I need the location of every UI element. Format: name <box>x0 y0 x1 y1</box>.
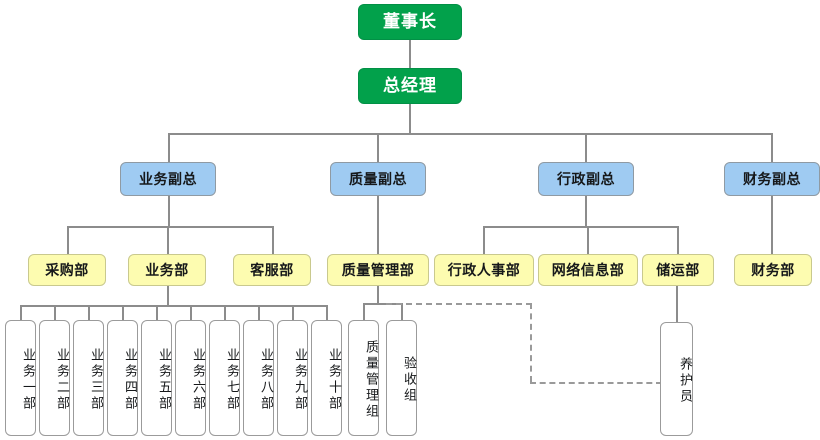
org-node-d-hr[interactable]: 行政人事部 <box>434 254 534 286</box>
dashed-connector-qm-to-maint-top <box>386 303 532 305</box>
connector-vp-biz-bus <box>67 226 273 228</box>
connector-d-hr-drop <box>483 226 485 254</box>
dashed-connector-qm-to-maint-right <box>530 382 662 384</box>
connector-chairman-to-gm <box>409 40 411 68</box>
connector-vp-biz-stem <box>168 196 170 227</box>
connector-d-storage-drop <box>677 226 679 254</box>
connector-qm-bus <box>363 303 402 305</box>
connector-vp-fin-drop <box>771 133 773 162</box>
org-node-t-qmg[interactable]: 质量管理组 <box>348 320 379 436</box>
org-node-t-b10[interactable]: 业务十部 <box>311 320 342 436</box>
connector-vp-fin-stem <box>771 196 773 254</box>
connector-t-b6-drop <box>190 305 192 320</box>
org-node-vp-qa[interactable]: 质量副总 <box>330 162 426 196</box>
connector-d-service-drop <box>272 226 274 254</box>
org-node-d-purch[interactable]: 采购部 <box>28 254 106 286</box>
dashed-connector-qm-to-maint-down <box>530 303 532 382</box>
org-node-d-qm[interactable]: 质量管理部 <box>327 254 429 286</box>
connector-vp-admin-stem <box>585 196 587 227</box>
connector-t-b9-drop <box>292 305 294 320</box>
connector-t-b5-drop <box>156 305 158 320</box>
org-node-t-insp[interactable]: 验收组 <box>386 320 417 436</box>
connector-t-b1-drop <box>20 305 22 320</box>
org-node-t-b7[interactable]: 业务七部 <box>209 320 240 436</box>
connector-d-biz-stem <box>167 286 169 306</box>
connector-t-b8-drop <box>258 305 260 320</box>
connector-t-b7-drop <box>224 305 226 320</box>
connector-t-b10-drop <box>326 305 328 320</box>
org-node-d-it[interactable]: 网络信息部 <box>538 254 638 286</box>
org-node-vp-biz[interactable]: 业务副总 <box>120 162 216 196</box>
org-node-t-b9[interactable]: 业务九部 <box>277 320 308 436</box>
connector-d-biz-drop <box>167 226 169 254</box>
org-node-t-b2[interactable]: 业务二部 <box>39 320 70 436</box>
org-node-d-storage[interactable]: 储运部 <box>642 254 714 286</box>
org-node-chairman[interactable]: 董事长 <box>358 4 462 40</box>
org-node-t-b4[interactable]: 业务四部 <box>107 320 138 436</box>
org-node-vp-admin[interactable]: 行政副总 <box>538 162 634 196</box>
connector-vp-qa-stem <box>377 196 379 254</box>
org-node-t-b8[interactable]: 业务八部 <box>243 320 274 436</box>
connector-d-purch-drop <box>67 226 69 254</box>
org-node-t-b3[interactable]: 业务三部 <box>73 320 104 436</box>
connector-t-b3-drop <box>88 305 90 320</box>
connector-team-bus <box>20 305 327 307</box>
connector-gm-drop <box>409 104 411 133</box>
connector-vp-bus <box>168 133 772 135</box>
connector-t-b2-drop <box>54 305 56 320</box>
org-node-vp-fin[interactable]: 财务副总 <box>724 162 820 196</box>
org-node-t-b5[interactable]: 业务五部 <box>141 320 172 436</box>
connector-vp-admin-bus <box>483 226 679 228</box>
org-node-t-b6[interactable]: 业务六部 <box>175 320 206 436</box>
org-node-d-biz[interactable]: 业务部 <box>128 254 206 286</box>
connector-vp-biz-drop <box>168 133 170 162</box>
connector-d-it-drop <box>587 226 589 254</box>
org-node-gm[interactable]: 总经理 <box>358 68 462 104</box>
connector-vp-qa-drop <box>377 133 379 162</box>
org-node-d-fin[interactable]: 财务部 <box>734 254 812 286</box>
org-node-t-b1[interactable]: 业务一部 <box>5 320 36 436</box>
connector-t-insp-drop <box>401 303 403 320</box>
connector-d-storage-stem <box>676 286 678 322</box>
org-node-t-maint[interactable]: 养护员 <box>660 322 693 436</box>
connector-d-qm-stem <box>377 286 379 304</box>
connector-t-b4-drop <box>122 305 124 320</box>
org-node-d-service[interactable]: 客服部 <box>233 254 311 286</box>
connector-vp-admin-drop <box>585 133 587 162</box>
connector-t-qmg-drop <box>363 303 365 320</box>
